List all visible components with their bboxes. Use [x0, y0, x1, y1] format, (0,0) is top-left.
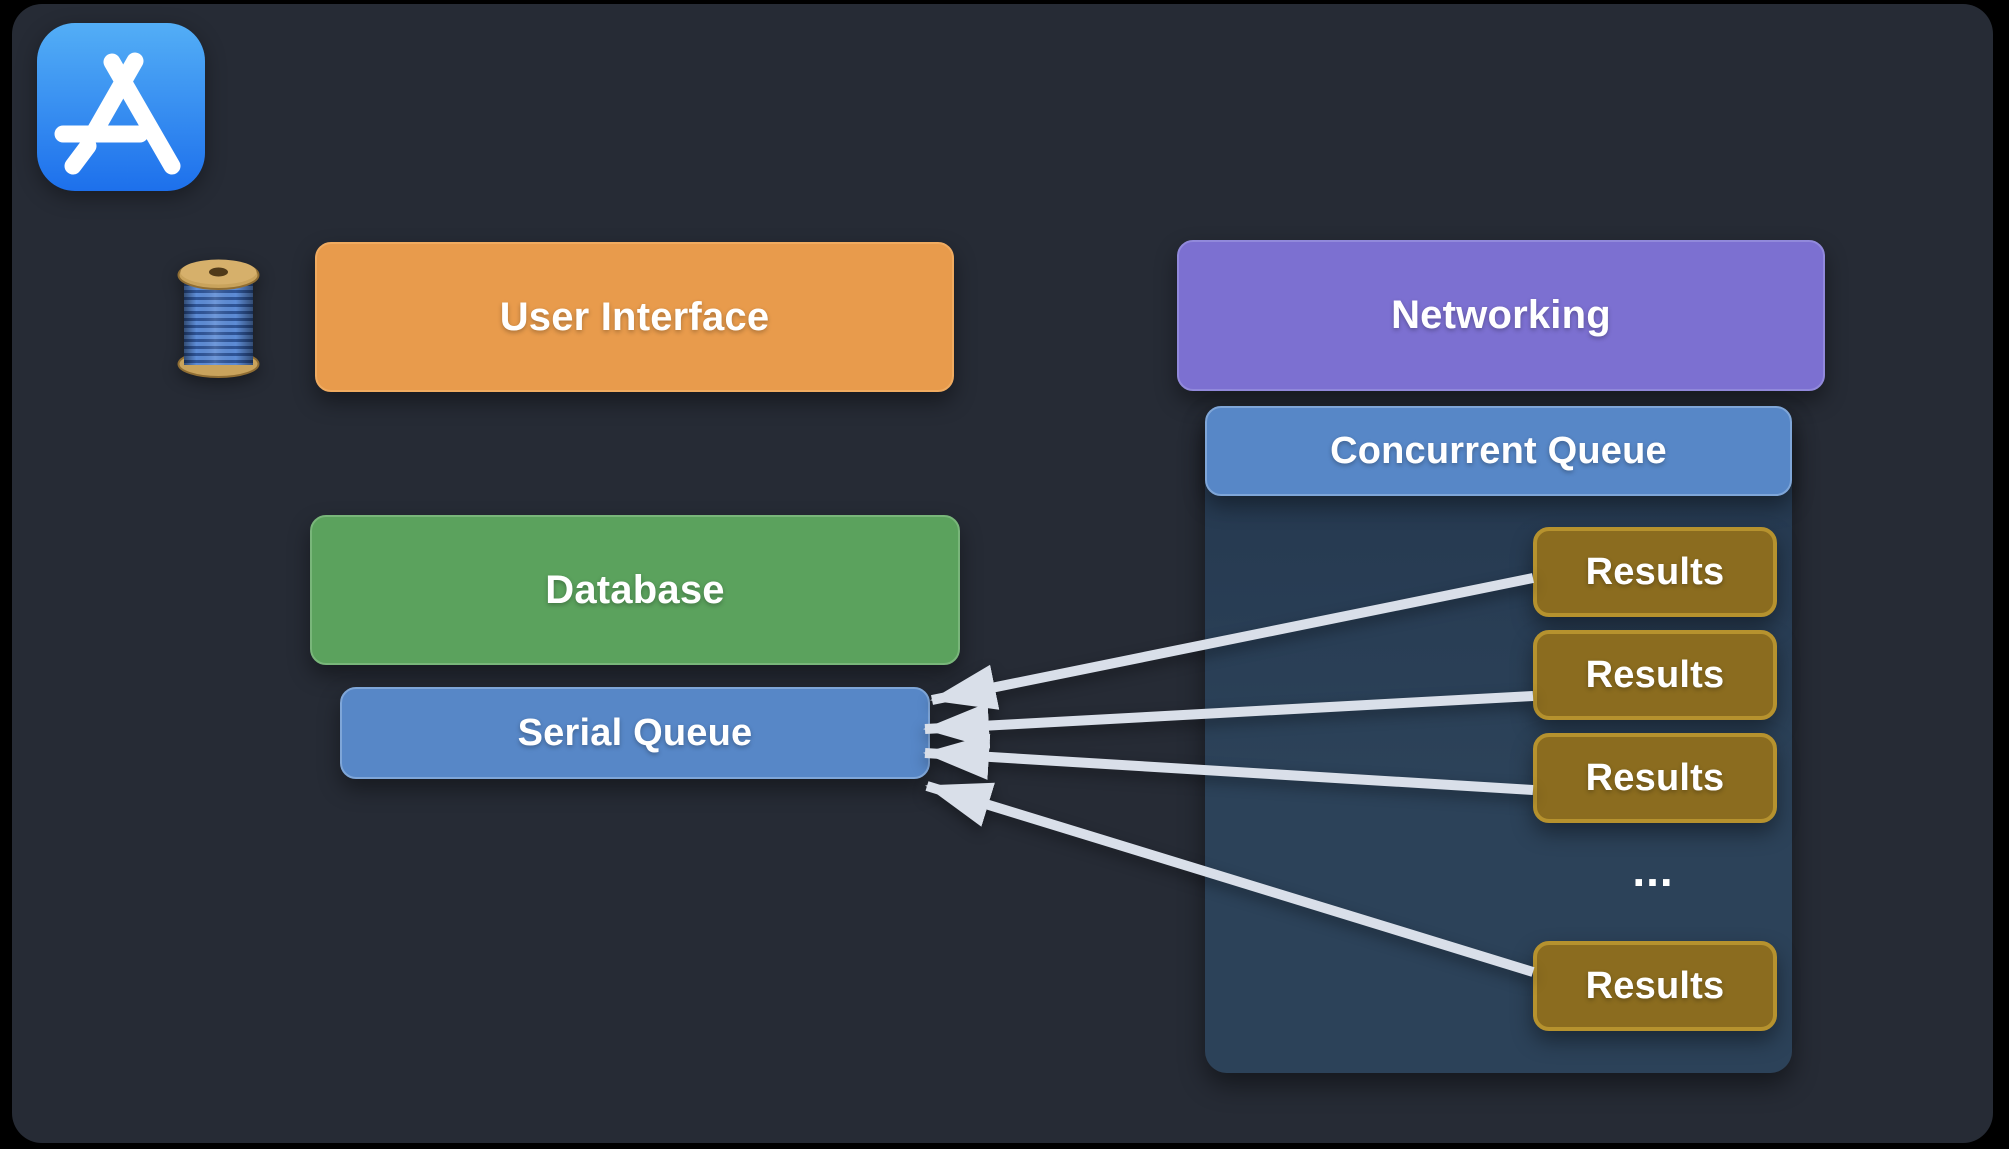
results-box-2: Results: [1533, 630, 1777, 720]
results-box-1: Results: [1533, 527, 1777, 617]
ellipsis-label: ...: [1632, 844, 1674, 896]
results-box-3: Results: [1533, 733, 1777, 823]
concurrent-queue-box: Concurrent Queue: [1205, 406, 1792, 496]
slide-background: User Interface Networking Concurrent Que…: [12, 4, 1993, 1143]
networking-box: Networking: [1177, 240, 1825, 391]
results-label: Results: [1585, 756, 1725, 799]
serial-queue-label: Serial Queue: [517, 711, 753, 754]
app-store-icon: [37, 23, 205, 191]
thread-spool-icon: [177, 259, 260, 378]
results-label: Results: [1585, 964, 1725, 1007]
serial-queue-box: Serial Queue: [340, 687, 930, 779]
results-box-4: Results: [1533, 941, 1777, 1031]
user-interface-label: User Interface: [499, 294, 770, 339]
user-interface-box: User Interface: [315, 242, 954, 392]
results-label: Results: [1585, 653, 1725, 696]
database-label: Database: [545, 567, 725, 612]
concurrent-queue-label: Concurrent Queue: [1330, 429, 1667, 472]
networking-label: Networking: [1391, 293, 1611, 337]
database-box: Database: [310, 515, 960, 665]
results-label: Results: [1585, 550, 1725, 593]
